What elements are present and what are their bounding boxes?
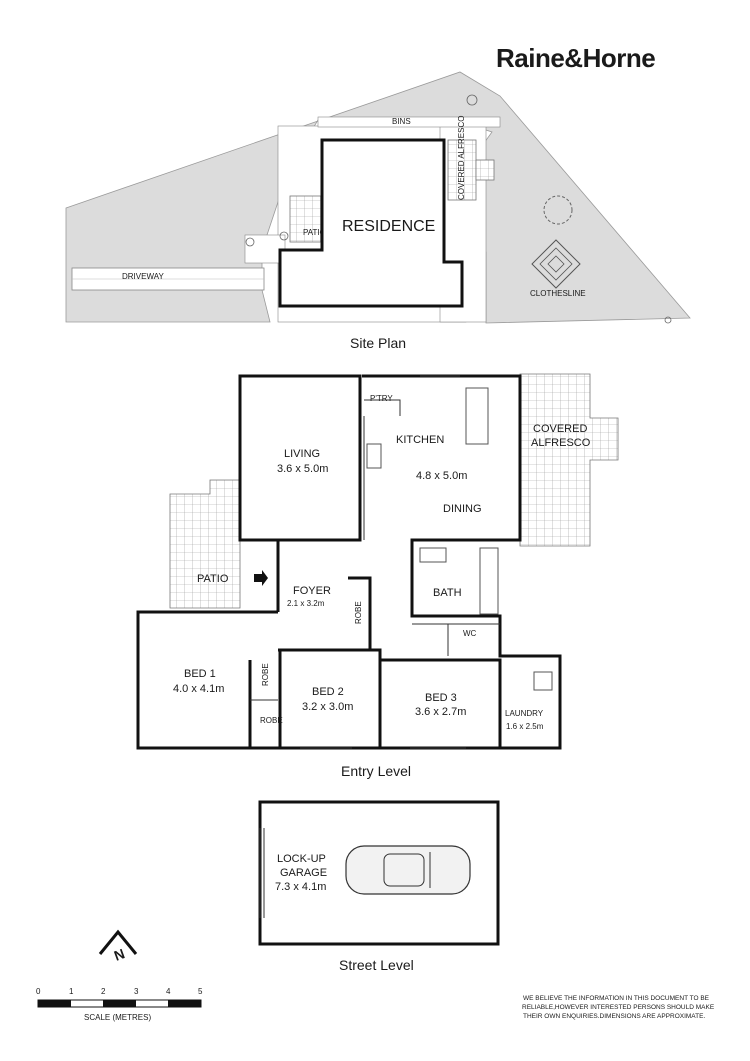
scale-label: SCALE (METRES)	[84, 1013, 151, 1022]
room-bed1: BED 1	[184, 668, 216, 680]
scale-tick-4: 4	[166, 987, 171, 996]
compass-arrow-icon	[98, 929, 138, 955]
driveway-label: DRIVEWAY	[122, 272, 164, 281]
room-dining: DINING	[443, 503, 482, 515]
entry-level-plan: P'TRY KITCHEN COVERED ALFRESCO LIVING 3.…	[136, 373, 619, 779]
room-robe-foyer: ROBE	[354, 601, 363, 624]
compass-north-label: N	[112, 945, 127, 963]
room-living-dim: 3.6 x 5.0m	[277, 463, 328, 475]
room-robe-bed1-a: ROBE	[261, 663, 270, 686]
room-robe-bed1-b: ROBE	[260, 716, 283, 725]
room-bath: BATH	[433, 587, 462, 599]
site-covered-label: COVERED ALFRESCO	[457, 116, 466, 200]
room-laundry: LAUNDRY	[505, 709, 544, 718]
scale-tick-5: 5	[198, 987, 203, 996]
disclaimer-line-3: THEIR OWN ENQUIRIES.DIMENSIONS ARE APPRO…	[523, 1013, 705, 1020]
room-bed3: BED 3	[425, 692, 457, 704]
entry-arrow-icon	[254, 570, 268, 586]
room-ptry: P'TRY	[370, 394, 393, 403]
scale-tick-0: 0	[36, 987, 41, 996]
tree-icon	[543, 195, 573, 225]
covered-alfresco-area	[519, 373, 619, 547]
site-plan-caption: Site Plan	[350, 335, 406, 351]
vanity-icon	[419, 547, 447, 563]
cooktop-icon	[366, 443, 382, 469]
shrub-icon	[466, 94, 478, 106]
bins-label: BINS	[392, 117, 411, 126]
disclaimer-line-2: RELIABLE,HOWEVER INTERESTED PERSONS SHOU…	[522, 1004, 715, 1011]
room-bed1-dim: 4.0 x 4.1m	[173, 683, 224, 695]
laundry-tub-icon	[533, 671, 553, 691]
garage-label-1: LOCK-UP	[277, 853, 326, 865]
garage-dim: 7.3 x 4.1m	[275, 881, 326, 893]
residence-label: RESIDENCE	[342, 218, 435, 235]
garage-label-2: GARAGE	[280, 867, 327, 879]
room-foyer-dim: 2.1 x 3.2m	[287, 599, 325, 608]
entry-level-caption: Entry Level	[341, 763, 411, 779]
site-plan: DRIVEWAY BINS PATIO COVERED ALFRESCO RES…	[65, 71, 691, 351]
kitchen-bench	[465, 387, 489, 445]
room-patio: PATIO	[197, 573, 229, 585]
disclaimer-line-1: WE BELIEVE THE INFORMATION IN THIS DOCUM…	[523, 995, 710, 1002]
scale-tick-3: 3	[134, 987, 139, 996]
shrub-icon	[664, 316, 672, 324]
north-compass: N	[98, 929, 138, 964]
clothesline-label: CLOTHESLINE	[530, 289, 586, 298]
site-covered-alfresco	[447, 139, 477, 201]
scale-bar: 0 1 2 3 4 5 SCALE (METRES)	[36, 987, 203, 1022]
car-icon	[345, 845, 471, 895]
brand-logo: Raine&Horne	[496, 43, 655, 73]
shrub-icon	[279, 231, 289, 241]
room-covered-1: COVERED	[533, 423, 587, 435]
room-kitchen-dim: 4.8 x 5.0m	[416, 470, 467, 482]
site-patio-label: PATIO	[303, 228, 326, 237]
shrub-icon	[245, 237, 255, 247]
room-foyer: FOYER	[293, 585, 331, 597]
bathtub-icon	[479, 547, 499, 615]
street-level-caption: Street Level	[339, 957, 414, 973]
scale-tick-1: 1	[69, 987, 74, 996]
room-living: LIVING	[284, 448, 320, 460]
room-kitchen: KITCHEN	[396, 434, 444, 446]
room-bed3-dim: 3.6 x 2.7m	[415, 706, 466, 718]
room-wc: WC	[463, 629, 477, 638]
clothesline-icon	[531, 239, 581, 289]
room-bed2-dim: 3.2 x 3.0m	[302, 701, 353, 713]
residence-outline	[278, 138, 464, 308]
street-level-plan: LOCK-UP GARAGE 7.3 x 4.1m Street Level	[258, 800, 500, 973]
room-laundry-dim: 1.6 x 2.5m	[506, 722, 544, 731]
disclaimer: WE BELIEVE THE INFORMATION IN THIS DOCUM…	[522, 995, 715, 1020]
room-covered-2: ALFRESCO	[531, 437, 591, 449]
room-bed2: BED 2	[312, 686, 344, 698]
bins-area	[317, 116, 501, 128]
scale-tick-2: 2	[101, 987, 106, 996]
patio-area	[169, 479, 241, 609]
